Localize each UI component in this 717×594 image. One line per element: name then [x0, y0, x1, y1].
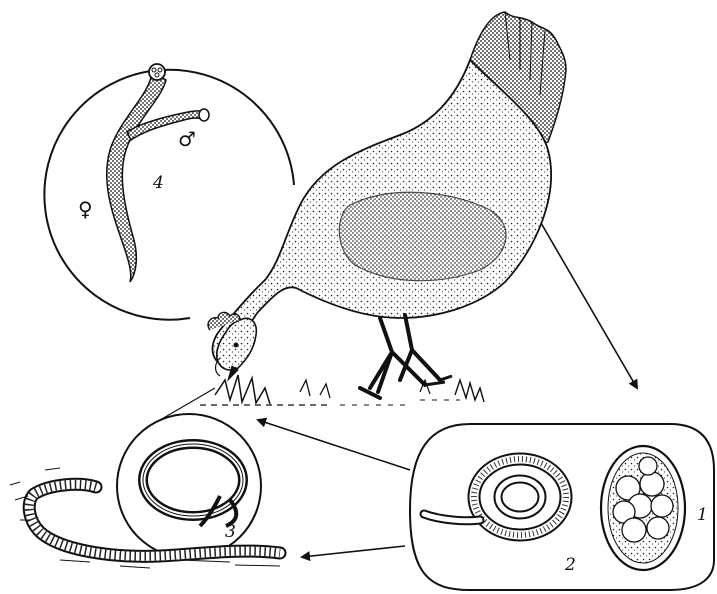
- egg-larva-inset: 1 2: [410, 424, 714, 590]
- earthworm-inset: 3: [117, 388, 261, 558]
- arrow-box-to-grass: [258, 420, 410, 470]
- female-symbol: ♀: [78, 197, 93, 221]
- chicken-illustration: [208, 12, 566, 398]
- inset-circle-4: [44, 70, 294, 320]
- arrow-chicken-to-egg: [541, 223, 637, 388]
- arrow-box-to-earthworm: [302, 546, 405, 557]
- label-2: 2: [564, 555, 576, 575]
- label-4: 4: [152, 173, 164, 193]
- female-worm-head: [149, 64, 165, 80]
- label-1: 1: [697, 505, 708, 525]
- chicken-wing: [339, 192, 506, 280]
- chicken-eye: [234, 343, 239, 348]
- label-3: 3: [225, 522, 236, 542]
- adult-worms-inset: ♀ ♂ 4: [44, 64, 294, 320]
- male-symbol: ♂: [178, 127, 196, 151]
